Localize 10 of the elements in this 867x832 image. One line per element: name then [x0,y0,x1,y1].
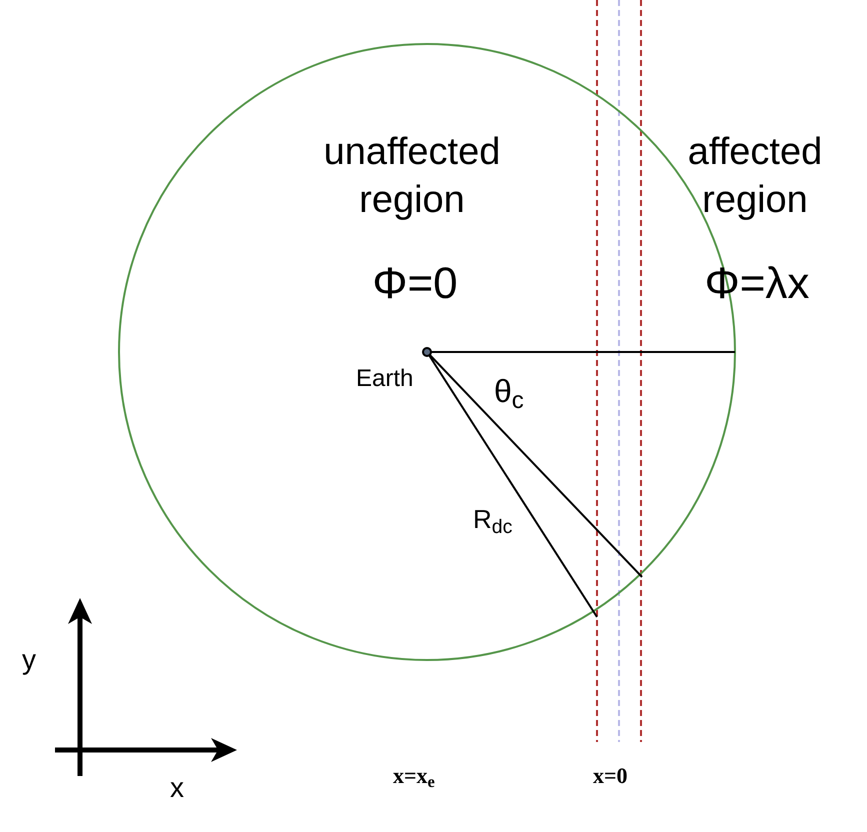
text-label: y [22,644,37,676]
text-label: x=x$_{e}$ [393,762,436,790]
text-label: x [170,772,185,804]
text-label: Earth [356,364,414,394]
text-label: Φ=0 [371,258,459,310]
text-label: θ$_{c}$ [494,372,525,410]
text-label: unaffected region [322,130,502,223]
text-label: R$_{dc}$ [473,503,514,535]
text-label: affected region [686,130,824,223]
text-label: x=0 [593,762,629,790]
